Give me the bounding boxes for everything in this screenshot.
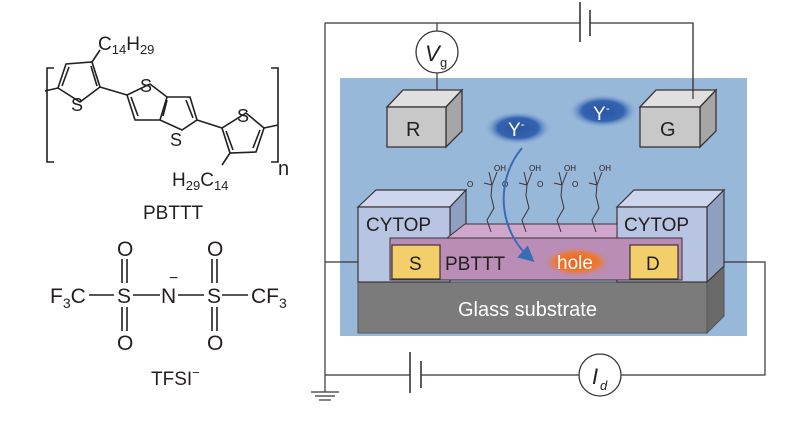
glass-substrate: [357, 264, 725, 335]
repeat-n: n: [278, 158, 289, 180]
tfsi-o3: O: [207, 238, 223, 261]
pbttt-layer-label: PBTTT: [445, 254, 506, 275]
pbttt-structure: [44, 49, 279, 166]
drain-current-meter: I d: [578, 353, 622, 397]
svg-text:OH: OH: [564, 164, 576, 173]
acid-chain-3: [553, 171, 568, 233]
svg-text:O: O: [467, 180, 473, 189]
cytop-left-label: CYTOP: [366, 215, 431, 236]
svg-text:d: d: [600, 378, 608, 393]
tfsi-s1: S: [117, 285, 131, 308]
source-contact: [391, 244, 441, 280]
acid-chain-1: [483, 171, 498, 233]
cytop-right-label: CYTOP: [624, 215, 689, 236]
svg-text:OH: OH: [599, 164, 611, 173]
svg-text:OH: OH: [494, 164, 506, 173]
tfsi-charge: −: [169, 270, 178, 287]
tfsi-o4: O: [207, 332, 223, 355]
tfsi-o1: O: [117, 238, 133, 261]
svg-text:H29C14: H29C14: [172, 170, 228, 193]
svg-text:CF3: CF3: [251, 285, 287, 311]
anion-1: [484, 111, 552, 145]
drain-contact: [629, 244, 679, 280]
substrate-label: Glass substrate: [458, 299, 597, 321]
svg-text:OH: OH: [529, 164, 541, 173]
hole-carrier: [543, 247, 611, 277]
sulfur-ring2b: S: [170, 130, 182, 150]
tfsi-n: N: [161, 285, 176, 308]
anion-2: [568, 94, 638, 128]
left-bracket: [46, 67, 54, 163]
acid-chain-2: [518, 171, 533, 233]
hole-label: hole: [557, 253, 593, 274]
reference-electrode: [385, 88, 464, 149]
tfsi-structure: [89, 259, 248, 331]
tfsi-s2: S: [207, 285, 221, 308]
anion-2-label: Y-: [593, 101, 610, 125]
svg-text:O: O: [537, 180, 543, 189]
svg-text:TFSI−: TFSI−: [151, 365, 200, 390]
anion-1-label: Y-: [508, 117, 525, 141]
pbttt-labels: C14H29 S S S S H29C14 n PBTTT: [71, 34, 289, 224]
svg-text:I: I: [592, 364, 598, 389]
svg-text:V: V: [425, 41, 442, 66]
carboxylic-acid-chains: [483, 171, 603, 233]
right-bracket: [271, 67, 279, 163]
gate-electrode: [638, 88, 718, 149]
source-label: S: [409, 254, 422, 275]
svg-text:C14H29: C14H29: [98, 34, 154, 57]
ion-migration-arrow: [502, 147, 535, 262]
svg-text:O: O: [572, 180, 578, 189]
pbttt-label: PBTTT: [143, 203, 204, 224]
acid-chain-4: [588, 171, 603, 233]
tfsi-o2: O: [117, 332, 133, 355]
sulfur-ring2a: S: [140, 76, 152, 96]
tfsi-labels: F3C S N − S CF3 O O O O TFSI−: [50, 238, 287, 390]
drain-label: D: [646, 254, 660, 275]
sulfur-ring3: S: [237, 106, 249, 126]
svg-text:g: g: [440, 55, 447, 70]
gate-voltage-meter: V g: [415, 30, 459, 74]
sulfur-ring1: S: [71, 95, 83, 115]
gate-electrode-label: G: [660, 119, 676, 141]
svg-text:F3C: F3C: [50, 285, 86, 311]
reference-electrode-label: R: [406, 119, 420, 141]
